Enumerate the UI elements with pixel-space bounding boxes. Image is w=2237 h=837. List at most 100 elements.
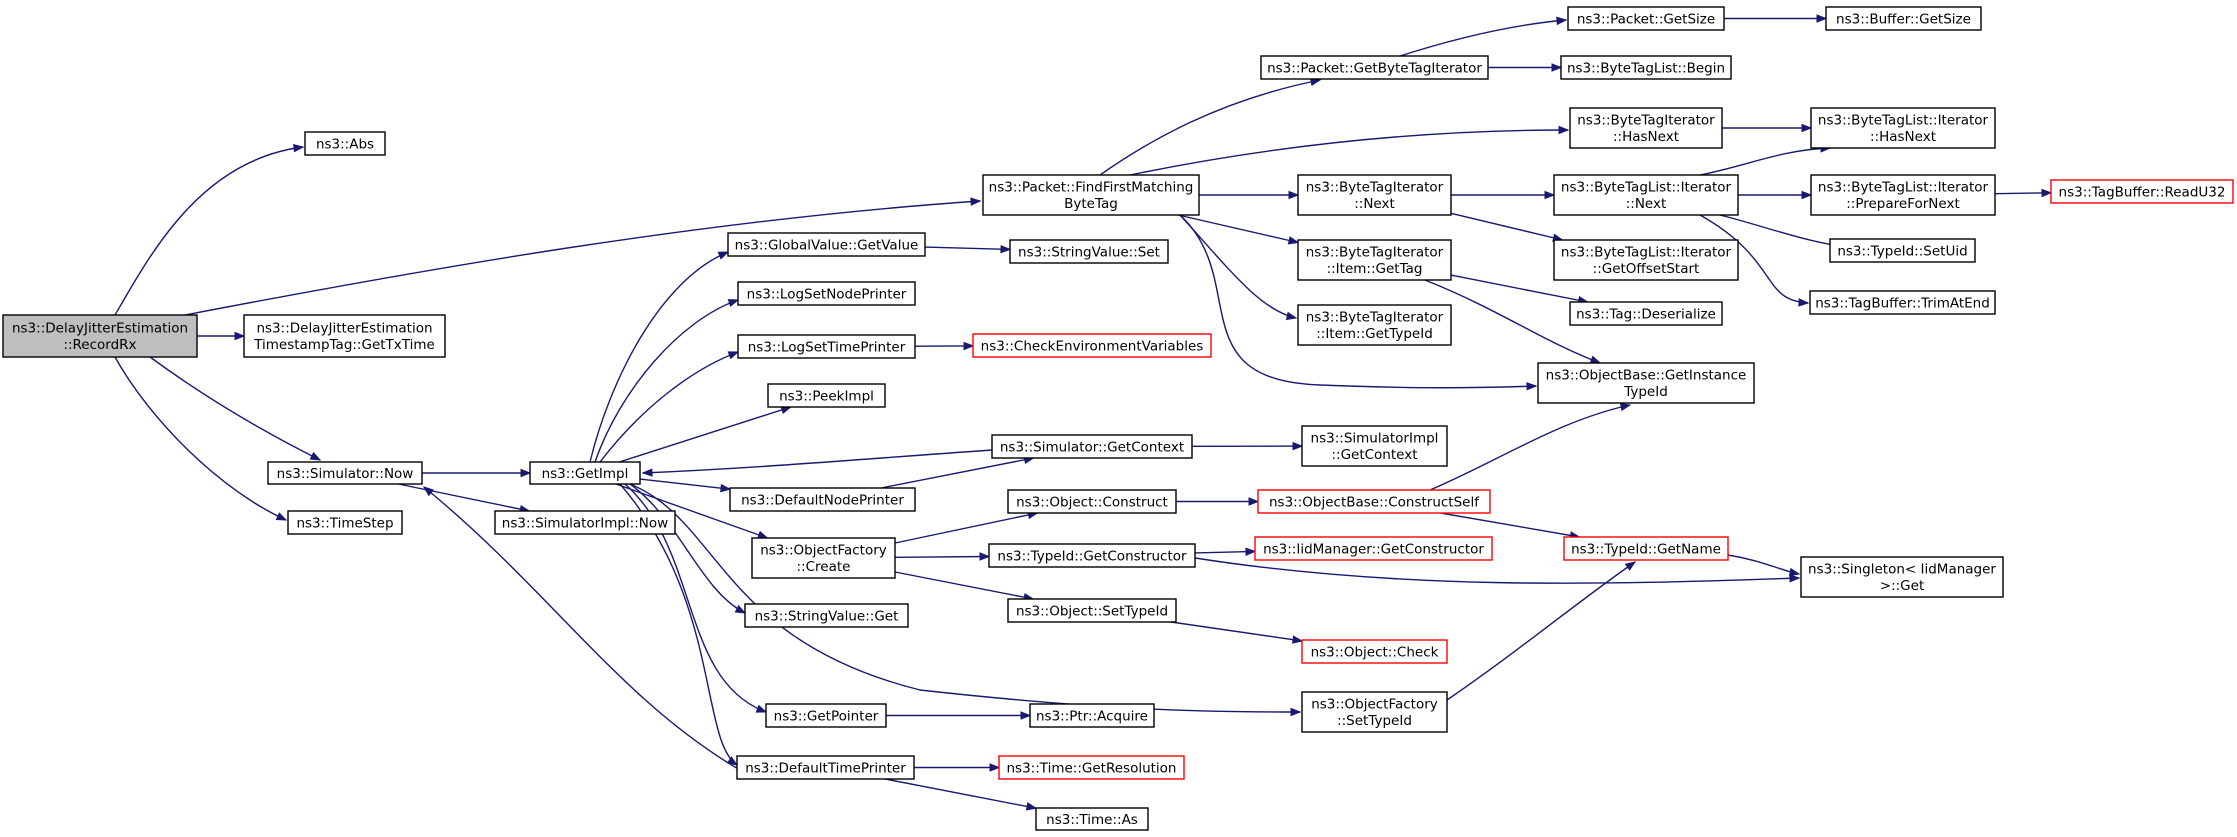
function-node-btlinext[interactable]: ns3::ByteTagList::Iterator::Next: [1553, 174, 1739, 216]
arrowhead-icon: [1288, 190, 1300, 200]
node-label-line: TimestampTag::GetTxTime: [253, 337, 435, 353]
node-label-line: >::Get: [1880, 578, 1924, 594]
function-node-btliprep[interactable]: ns3::ByteTagList::Iterator::PrepareForNe…: [1810, 174, 1996, 216]
function-node-tagbufread[interactable]: ns3::TagBuffer::ReadU32: [2050, 179, 2234, 204]
function-node-btligetoffset[interactable]: ns3::ByteTagList::Iterator::GetOffsetSta…: [1553, 239, 1739, 281]
arrowhead-icon: [641, 468, 653, 477]
function-node-iidgetctor[interactable]: ns3::IidManager::GetConstructor: [1254, 536, 1493, 561]
call-edge-getimpl-to-globalgetvalue: [589, 251, 730, 463]
node-box: [1007, 598, 1177, 623]
call-edge-findfirst-to-btinext: [1199, 190, 1300, 200]
function-node-getimpl[interactable]: ns3::GetImpl: [529, 461, 641, 485]
node-box: [1297, 174, 1452, 216]
function-node-btiitemgettag[interactable]: ns3::ByteTagIterator::Item::GetTag: [1297, 239, 1452, 281]
call-edge-objconstruct-to-obconstructself: [1176, 497, 1260, 506]
function-node-logsetnode[interactable]: ns3::LogSetNodePrinter: [737, 281, 916, 306]
function-node-singletonget[interactable]: ns3::Singleton< IidManager >::Get: [1800, 556, 2004, 598]
node-label-line: ns3::ByteTagList::Iterator: [1818, 180, 1989, 196]
function-node-timestep[interactable]: ns3::TimeStep: [287, 510, 403, 535]
node-label-line: ns3::TagBuffer::ReadU32: [2059, 184, 2226, 200]
edge-line: [398, 483, 530, 512]
node-label-line: ns3::ByteTagIterator: [1577, 113, 1715, 129]
node-box: [287, 510, 403, 535]
node-box: [1829, 238, 1976, 263]
edge-line: [1194, 550, 1256, 554]
function-node-defaultnode[interactable]: ns3::DefaultNodePrinter: [729, 487, 916, 512]
node-box: [494, 510, 676, 535]
arrowhead-icon: [2041, 188, 2053, 198]
node-label-line: ns3::Packet::GetSize: [1577, 11, 1715, 27]
node-label-line: ns3::Time::GetResolution: [1006, 760, 1176, 776]
function-node-recordrx[interactable]: ns3::DelayJitterEstimation::RecordRx: [2, 314, 198, 358]
function-node-ptracquire[interactable]: ns3::Ptr::Acquire: [1029, 703, 1155, 728]
edge-line: [114, 146, 304, 316]
function-node-simimplgetctx[interactable]: ns3::SimulatorImpl::GetContext: [1301, 425, 1448, 467]
function-node-btlbegin[interactable]: ns3::ByteTagList::Begin: [1560, 55, 1732, 80]
arrowhead-icon: [1000, 244, 1012, 254]
function-node-typegetname[interactable]: ns3::TypeId::GetName: [1563, 536, 1729, 561]
arrowhead-icon: [1025, 802, 1038, 811]
function-node-pktgetsize[interactable]: ns3::Packet::GetSize: [1567, 6, 1725, 31]
function-node-peekimpl[interactable]: ns3::PeekImpl: [767, 383, 886, 408]
function-node-strget[interactable]: ns3::StringValue::Get: [744, 603, 909, 628]
edge-line: [1194, 557, 1800, 584]
node-label-line: ns3::Tag::Deserialize: [1576, 306, 1716, 322]
function-node-timeres[interactable]: ns3::Time::GetResolution: [998, 755, 1185, 780]
call-edge-defaulttime-to-simnow: [422, 486, 741, 771]
call-edge-btliprep-to-tagbufread: [1994, 188, 2053, 198]
call-edge-simnow-to-getimpl: [422, 468, 532, 478]
edge-line: [589, 251, 729, 463]
function-node-simgetctx[interactable]: ns3::Simulator::GetContext: [991, 434, 1193, 459]
function-node-btinext[interactable]: ns3::ByteTagIterator::Next: [1297, 174, 1452, 216]
function-node-logsettime[interactable]: ns3::LogSetTimePrinter: [737, 334, 916, 359]
edge-line: [1129, 129, 1569, 176]
function-node-strset[interactable]: ns3::StringValue::Set: [1009, 239, 1169, 264]
function-node-simnow[interactable]: ns3::Simulator::Now: [267, 461, 423, 485]
function-node-abs[interactable]: ns3::Abs: [304, 131, 386, 156]
node-box: [727, 232, 926, 257]
node-label-line: ns3::TypeId::GetConstructor: [997, 548, 1187, 564]
function-node-objcheck[interactable]: ns3::Object::Check: [1301, 639, 1448, 664]
arrowhead-icon: [1589, 355, 1602, 364]
edge-line: [1424, 279, 1601, 364]
function-node-objconstruct[interactable]: ns3::Object::Construct: [1007, 489, 1177, 514]
function-node-typegetctor[interactable]: ns3::TypeId::GetConstructor: [988, 543, 1196, 568]
function-node-ofcreate[interactable]: ns3::ObjectFactory::Create: [751, 537, 896, 579]
function-node-checkenv[interactable]: ns3::CheckEnvironmentVariables: [972, 333, 1212, 358]
node-label-line: ns3::Object::Check: [1311, 644, 1439, 660]
function-node-getbytetagiter[interactable]: ns3::Packet::GetByteTagIterator: [1260, 55, 1489, 80]
function-node-globalgetvalue[interactable]: ns3::GlobalValue::GetValue: [727, 232, 926, 257]
node-label-line: ns3::SimulatorImpl::Now: [502, 515, 668, 531]
function-node-objsettype[interactable]: ns3::Object::SetTypeId: [1007, 598, 1177, 623]
node-box: [737, 281, 916, 306]
arrowhead-icon: [1020, 711, 1032, 720]
function-node-timeas[interactable]: ns3::Time::As: [1035, 807, 1149, 831]
node-label-line: ns3::ByteTagIterator: [1306, 180, 1444, 196]
edge-line: [594, 299, 739, 463]
edge-line: [1446, 561, 1636, 701]
node-label-line: ns3::Time::As: [1046, 812, 1138, 828]
function-node-btihasnext[interactable]: ns3::ByteTagIterator::HasNext: [1569, 107, 1723, 149]
call-edge-recordrx-to-simnow: [149, 356, 322, 461]
function-node-bufgetsize[interactable]: ns3::Buffer::GetSize: [1825, 6, 1982, 31]
function-node-getpointer[interactable]: ns3::GetPointer: [765, 703, 887, 728]
arrowhead-icon: [1287, 236, 1300, 245]
function-node-obconstructself[interactable]: ns3::ObjectBase::ConstructSelf: [1257, 489, 1491, 514]
call-edge-ofcreate-to-typegetctor: [894, 552, 991, 561]
function-node-typesetuid[interactable]: ns3::TypeId::SetUid: [1829, 238, 1976, 263]
call-edge-globalgetvalue-to-strset: [924, 244, 1012, 254]
node-label-line: ::GetOffsetStart: [1593, 261, 1700, 277]
function-node-tagbuftrim[interactable]: ns3::TagBuffer::TrimAtEnd: [1809, 290, 1996, 315]
arrowhead-icon: [1285, 311, 1298, 321]
node-label-line: ::PrepareForNext: [1846, 196, 1960, 212]
arrowhead-icon: [727, 351, 740, 360]
function-node-ofsettypeid[interactable]: ns3::ObjectFactory::SetTypeId: [1301, 691, 1448, 733]
function-node-btlihasnext[interactable]: ns3::ByteTagList::Iterator::HasNext: [1810, 107, 1996, 149]
function-node-tagdeser[interactable]: ns3::Tag::Deserialize: [1569, 301, 1723, 326]
function-node-btiitemgettypeid[interactable]: ns3::ByteTagIterator::Item::GetTypeId: [1297, 304, 1452, 346]
function-node-gettxtime[interactable]: ns3::DelayJitterEstimationTimestampTag::…: [243, 314, 446, 358]
function-node-simimplnow[interactable]: ns3::SimulatorImpl::Now: [494, 510, 676, 535]
function-node-defaulttime[interactable]: ns3::DefaultTimePrinter: [736, 755, 915, 780]
